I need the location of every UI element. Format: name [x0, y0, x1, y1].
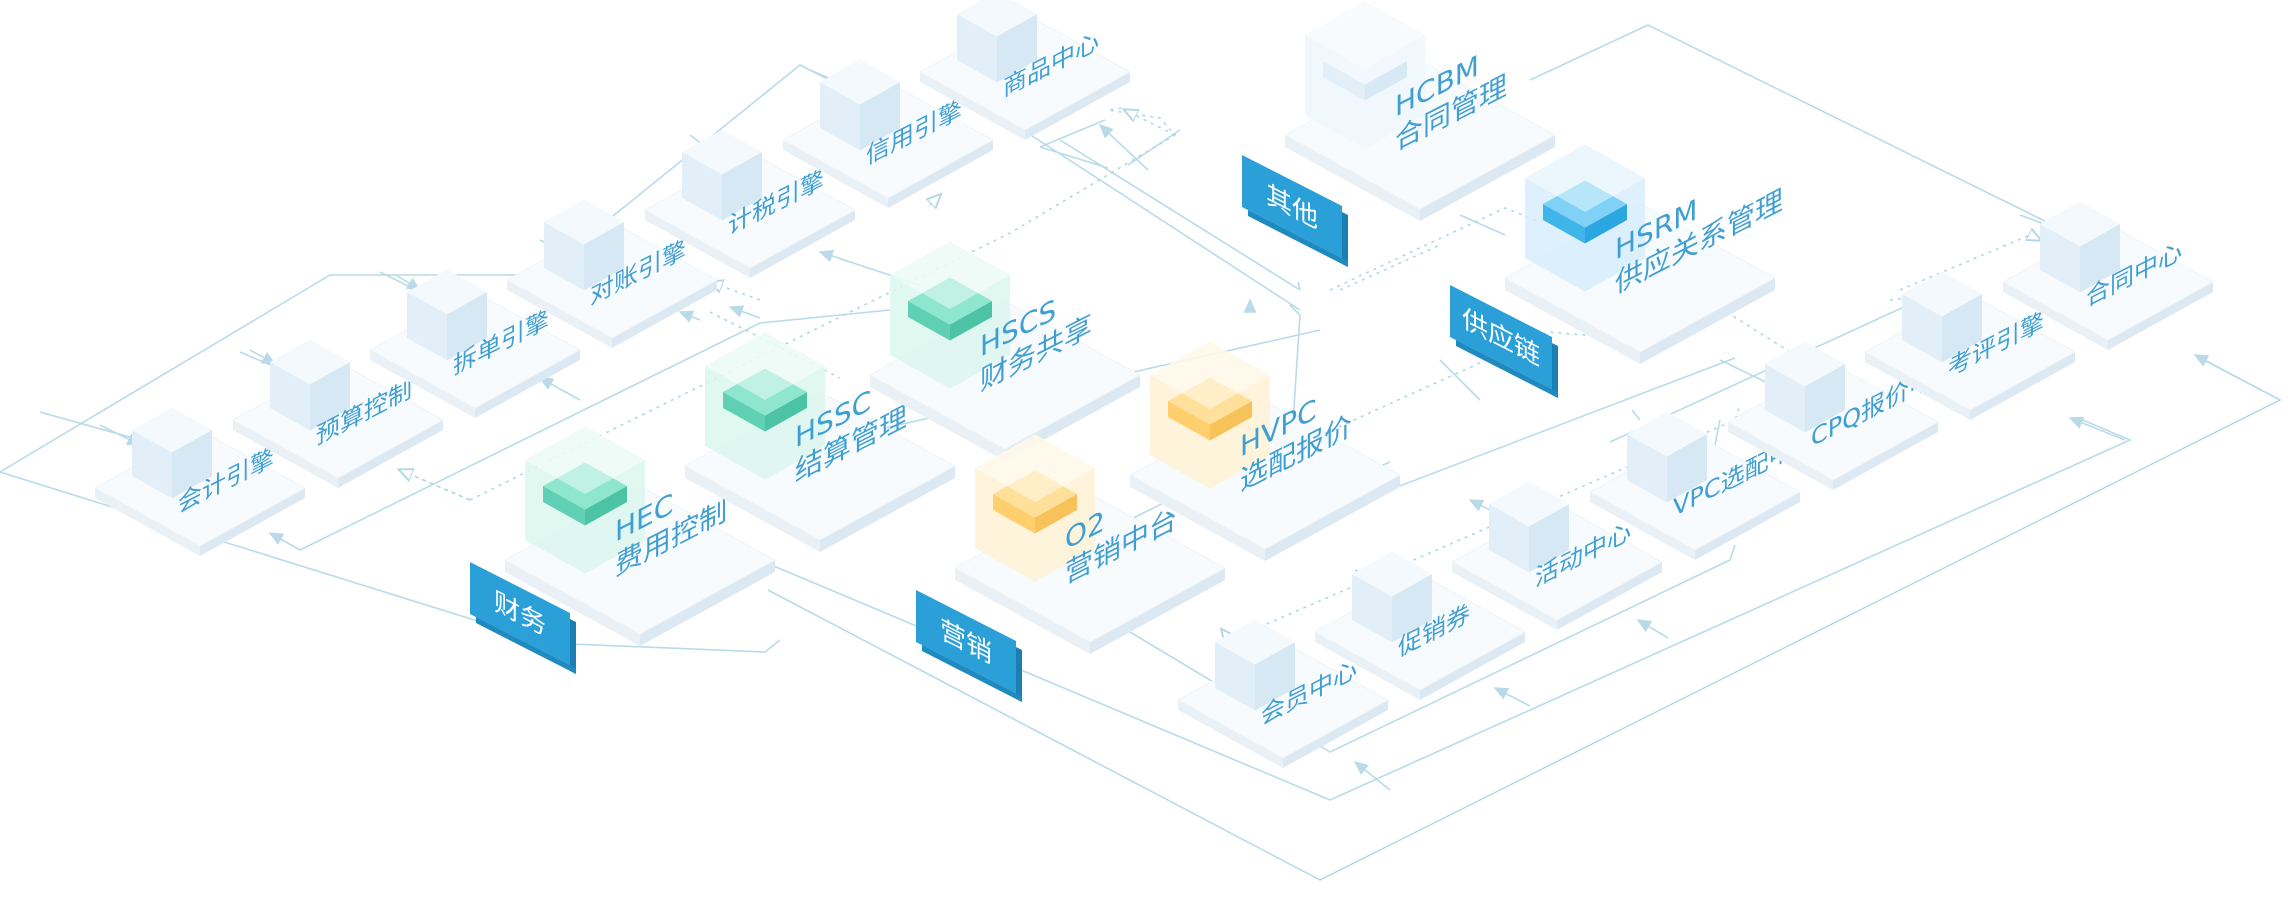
dashed-connection	[1719, 307, 1801, 359]
service-node-activity[interactable]: 活动中心	[1450, 481, 1664, 630]
service-node-credit[interactable]: 信用引擎	[781, 59, 995, 208]
service-node-evaluation[interactable]: 考评引擎	[1863, 271, 2077, 420]
arrow-line	[728, 305, 761, 319]
dashed-arrow	[930, 195, 940, 205]
dashed-connection	[1214, 331, 1621, 484]
connection-line	[39, 411, 141, 441]
service-node-budget[interactable]: 预算控制	[231, 339, 445, 488]
arrow-line	[1353, 761, 1391, 791]
arrow-line	[538, 377, 581, 401]
connection-line	[1297, 281, 1301, 291]
connection-line	[547, 639, 781, 653]
connection-line	[1631, 409, 1641, 421]
dashed-arrow	[710, 282, 761, 301]
dashed-connection	[1339, 244, 1441, 291]
service-node-accounting[interactable]: 会计引擎	[93, 407, 307, 556]
connection-line	[1349, 357, 1736, 506]
group-tag-marketing: 营销	[916, 590, 1022, 703]
arrow-line	[2193, 354, 2281, 401]
dashed-connection	[1229, 404, 1741, 641]
service-node-member[interactable]: 会员中心	[1176, 619, 1390, 768]
connection-line	[0, 64, 846, 644]
connection-line	[1039, 146, 1109, 169]
arrow-line	[2068, 416, 2126, 441]
connection-line	[999, 114, 1301, 311]
connection-line	[1529, 24, 2068, 233]
connection-line	[1439, 359, 1481, 401]
service-node-vpc[interactable]: VPC选配中心	[1588, 411, 1817, 560]
service-node-goods[interactable]: 商品中心	[918, 0, 1132, 140]
arrow-line	[1098, 123, 1149, 171]
service-node-contract[interactable]: 合同中心	[2001, 201, 2215, 350]
dashed-arrow	[2030, 235, 2040, 240]
dashed-arrow	[1125, 110, 1176, 136]
arrow-line	[1636, 619, 1669, 639]
arrow-line	[678, 310, 701, 323]
nodes-layer: 会计引擎预算控制拆单引擎对账引擎计税引擎信用引擎商品中心会员中心促销券活动中心V…	[93, 0, 2215, 768]
arrow-line	[268, 532, 301, 551]
connection-line	[1459, 214, 1506, 236]
connection-line	[1039, 119, 1106, 148]
connection-line	[1289, 304, 1301, 439]
connection-line	[1059, 544, 1736, 753]
service-node-split[interactable]: 拆单引擎	[368, 269, 582, 418]
arrow-line	[1493, 687, 1531, 707]
connection-line	[759, 309, 891, 324]
connection-line	[299, 322, 761, 551]
service-node-reconcile[interactable]: 对账引擎	[505, 199, 719, 348]
service-node-coupon[interactable]: 促销券	[1313, 551, 1527, 700]
service-node-tax[interactable]: 计税引擎	[643, 129, 857, 278]
